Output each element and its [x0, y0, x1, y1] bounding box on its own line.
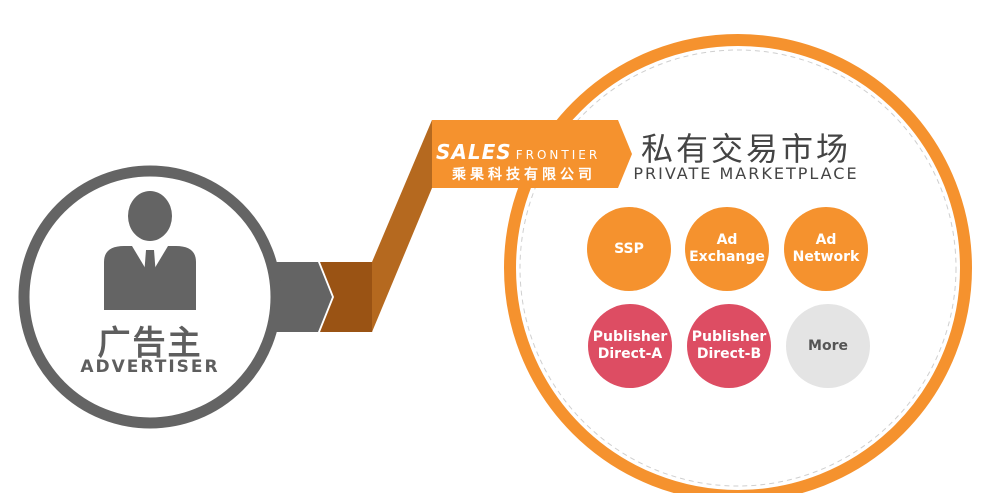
marketplace-title-en: PRIVATE MARKETPLACE [633, 164, 859, 183]
node-ssp: SSP [587, 207, 671, 291]
advertiser-label-en: ADVERTISER [80, 357, 220, 377]
brand-company-name: 乘果科技有限公司 [452, 167, 596, 183]
brand-logo-sub: FRONTIER [515, 148, 601, 162]
node-publisher-direct-b: Publisher Direct-B [687, 304, 771, 388]
node-ad-network: Ad Network [784, 207, 868, 291]
marketplace-inner-dashed-ring [519, 49, 957, 487]
advertiser-label-cn: 广告主 [97, 323, 203, 362]
connector-rising-ribbon [372, 120, 432, 332]
marketplace-title-cn: 私有交易市场 [640, 130, 851, 168]
node-publisher-direct-a: Publisher Direct-A [588, 304, 672, 388]
marketplace-outer-ring [504, 34, 972, 493]
businessman-icon [104, 191, 196, 310]
brand-logo-main: SALES [436, 140, 512, 164]
node-ad-exchange: Ad Exchange [685, 207, 769, 291]
node-more: More [786, 304, 870, 388]
brand-banner [432, 120, 632, 188]
connector-dark-ribbon [320, 262, 382, 332]
